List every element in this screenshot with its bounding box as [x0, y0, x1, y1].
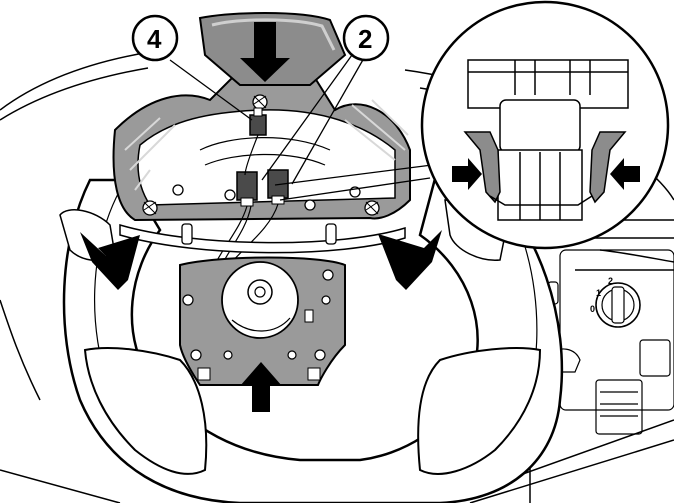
lower-left-spoke: [83, 347, 208, 475]
connector-2-left: [236, 171, 258, 207]
callout-2: 2: [342, 14, 390, 62]
dial-label-0: 0: [590, 304, 595, 314]
callout-4-label: 4: [147, 24, 162, 54]
airbag-module: [112, 12, 411, 222]
dial-knob: [595, 282, 641, 328]
squeeze-arrow-left: [452, 158, 482, 190]
diagonal-arrow-left: [80, 232, 140, 290]
clip-profile-right: [589, 131, 627, 204]
dial-label-1: 1: [596, 288, 601, 298]
detail-inset: [420, 0, 670, 250]
trim-clips: [181, 223, 337, 245]
squeeze-arrow-right: [610, 158, 640, 190]
lower-right-spoke: [417, 347, 542, 475]
push-arrows: [80, 22, 442, 412]
callout-4: 4: [131, 14, 179, 62]
callout-leaders: [169, 54, 433, 201]
up-arrow: [240, 362, 282, 412]
trim-bar: [119, 224, 406, 254]
dial-label-2: 2: [608, 276, 613, 286]
clip-profile-left: [463, 131, 501, 204]
steering-hub: [179, 256, 346, 386]
diagonal-arrow-right: [378, 230, 442, 290]
callout-2-label: 2: [358, 24, 372, 54]
down-arrow: [240, 22, 290, 82]
